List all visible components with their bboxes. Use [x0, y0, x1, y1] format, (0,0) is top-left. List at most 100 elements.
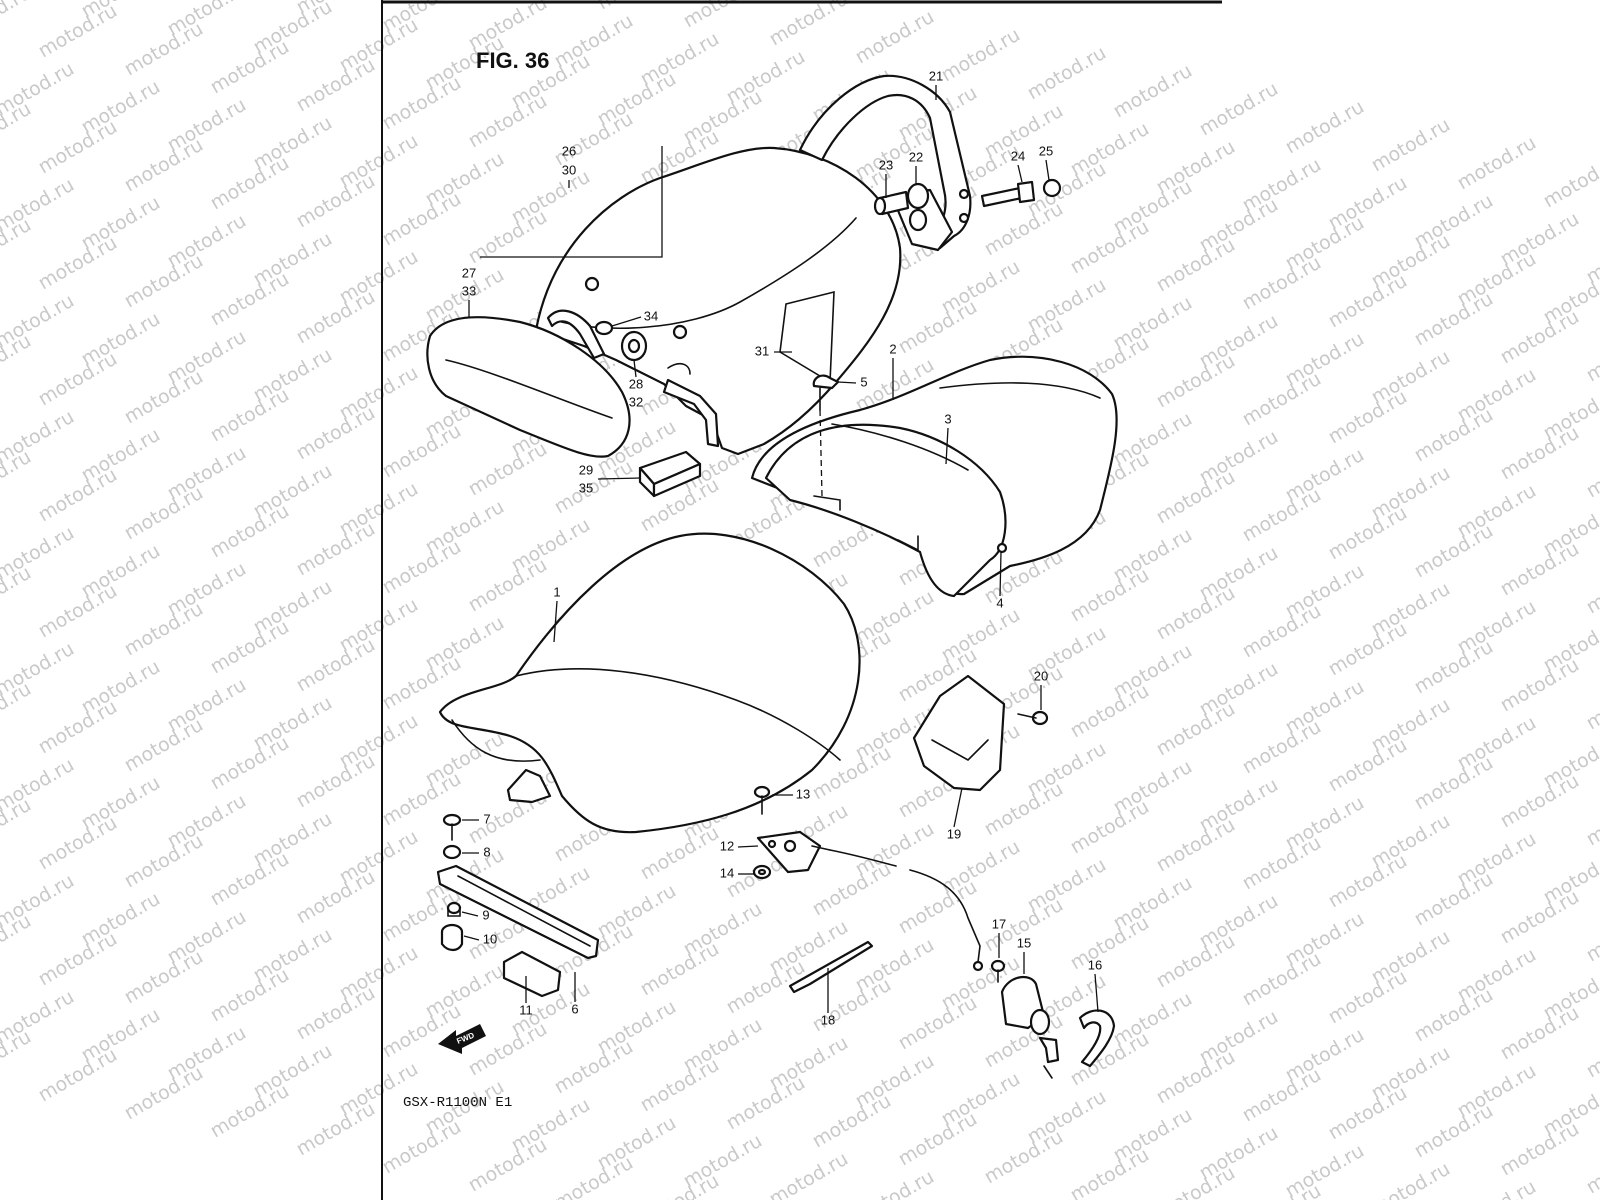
bolt-24	[980, 180, 1036, 208]
watermark-text: motod.ru	[379, 72, 465, 135]
callout-4: 4	[996, 595, 1003, 610]
callout-35: 35	[579, 480, 593, 495]
nut-14	[752, 864, 772, 880]
seat-latch-12	[756, 830, 831, 874]
watermark-text: motod.ru	[35, 1044, 121, 1107]
watermark-text: motod.ru	[895, 876, 981, 939]
leader-line-5	[837, 381, 857, 384]
screw-13	[753, 785, 771, 815]
watermark-text: motod.ru	[35, 232, 121, 295]
watermark-text: motod.ru	[121, 366, 207, 429]
callout-3: 3	[944, 411, 951, 426]
watermark-text: motod.ru	[723, 1072, 809, 1135]
callout-22: 22	[909, 149, 923, 164]
watermark-text: motod.ru	[1411, 636, 1497, 699]
callout-34: 34	[644, 308, 658, 323]
forward-arrow-icon: FWD	[438, 1024, 486, 1054]
watermark-text: motod.ru	[121, 250, 207, 313]
helmet-holder-19	[912, 674, 1006, 792]
watermark-text: motod.ru	[1196, 78, 1282, 141]
watermark-text: motod.ru	[293, 54, 379, 117]
cable-tie-18	[788, 940, 874, 994]
watermark-text: motod.ru	[207, 152, 293, 215]
callout-bracket	[480, 146, 663, 258]
watermark-text: motod.ru	[1325, 502, 1411, 565]
watermark-text: motod.ru	[379, 1000, 465, 1063]
watermark-text: motod.ru	[1067, 680, 1153, 743]
watermark-text: motod.ru	[121, 1062, 207, 1125]
watermark-text: motod.ru	[1454, 1176, 1540, 1200]
leader-line-16	[1094, 973, 1099, 1013]
callout-12: 12	[720, 838, 734, 853]
watermark-text: motod.ru	[981, 198, 1067, 261]
watermark-text: motod.ru	[1239, 948, 1325, 1011]
watermark-text: motod.ru	[1583, 556, 1600, 619]
watermark-text: motod.ru	[809, 1090, 895, 1153]
watermark-text: motod.ru	[35, 464, 121, 527]
watermark-text: motod.ru	[1325, 1082, 1411, 1145]
cowl-bracket	[546, 309, 720, 448]
callout-2: 2	[889, 341, 896, 356]
watermark-text: motod.ru	[293, 402, 379, 465]
watermark-text: motod.ru	[35, 580, 121, 643]
watermark-text: motod.ru	[895, 296, 981, 359]
watermark-text: motod.ru	[1239, 716, 1325, 779]
watermark-text: motod.ru	[1454, 132, 1540, 195]
leader-line-28	[633, 359, 637, 378]
watermark-text: motod.ru	[1110, 60, 1196, 123]
watermark-text: motod.ru	[207, 616, 293, 679]
watermark-text: motod.ru	[938, 24, 1024, 87]
hinge-22	[906, 182, 930, 232]
watermark-text: motod.ru	[1153, 930, 1239, 993]
watermark-text: motod.ru	[1411, 404, 1497, 467]
watermark-text: motod.ru	[293, 982, 379, 1045]
watermark-text: motod.ru	[379, 188, 465, 251]
watermark-text: motod.ru	[293, 518, 379, 581]
watermark-text: motod.ru	[1282, 96, 1368, 159]
watermark-text: motod.ru	[35, 696, 121, 759]
watermark-text: motod.ru	[1583, 440, 1600, 503]
callout-17: 17	[992, 916, 1006, 931]
watermark-text: motod.ru	[1239, 252, 1325, 315]
model-code: GSX-R1100N E1	[403, 1095, 512, 1111]
watermark-text: motod.ru	[1368, 1158, 1454, 1200]
watermark-text: motod.ru	[1153, 350, 1239, 413]
watermark-text: motod.ru	[121, 830, 207, 893]
callout-20: 20	[1034, 668, 1048, 683]
watermark-text: motod.ru	[1497, 886, 1583, 949]
cushion-10	[440, 923, 464, 952]
watermark-text: motod.ru	[1325, 734, 1411, 797]
watermark-text: motod.ru	[1239, 368, 1325, 431]
callout-9: 9	[482, 907, 489, 922]
watermark-text: motod.ru	[1325, 386, 1411, 449]
rear-seat	[750, 355, 1118, 598]
watermark-text: motod.ru	[293, 866, 379, 929]
watermark-text: motod.ru	[1411, 520, 1497, 583]
watermark-text: motod.ru	[1497, 654, 1583, 717]
watermark-text: motod.ru	[852, 6, 938, 69]
watermark-text: motod.ru	[35, 0, 121, 62]
watermark-text: motod.ru	[207, 500, 293, 563]
watermark-text: motod.ru	[551, 456, 637, 519]
callout-10: 10	[483, 931, 497, 946]
callout-5: 5	[860, 374, 867, 389]
watermark-text: motod.ru	[1497, 422, 1583, 485]
watermark-text: motod.ru	[551, 108, 637, 171]
seat-rail-6	[436, 864, 600, 960]
callout-21: 21	[929, 68, 943, 83]
callout-29: 29	[579, 462, 593, 477]
leader-line-19	[953, 787, 963, 828]
callout-25: 25	[1039, 143, 1053, 158]
watermark-text: motod.ru	[121, 598, 207, 661]
watermark-text: motod.ru	[207, 36, 293, 99]
screw-17	[990, 959, 1006, 983]
watermark-text: motod.ru	[293, 286, 379, 349]
watermark-text: motod.ru	[1153, 466, 1239, 529]
watermark-text: motod.ru	[981, 1126, 1067, 1189]
leader-line-25	[1045, 159, 1050, 181]
watermark-text: motod.ru	[1583, 904, 1600, 967]
watermark-text: motod.ru	[680, 0, 766, 32]
leader-line-1	[553, 600, 558, 643]
watermark-text: motod.ru	[637, 1054, 723, 1117]
